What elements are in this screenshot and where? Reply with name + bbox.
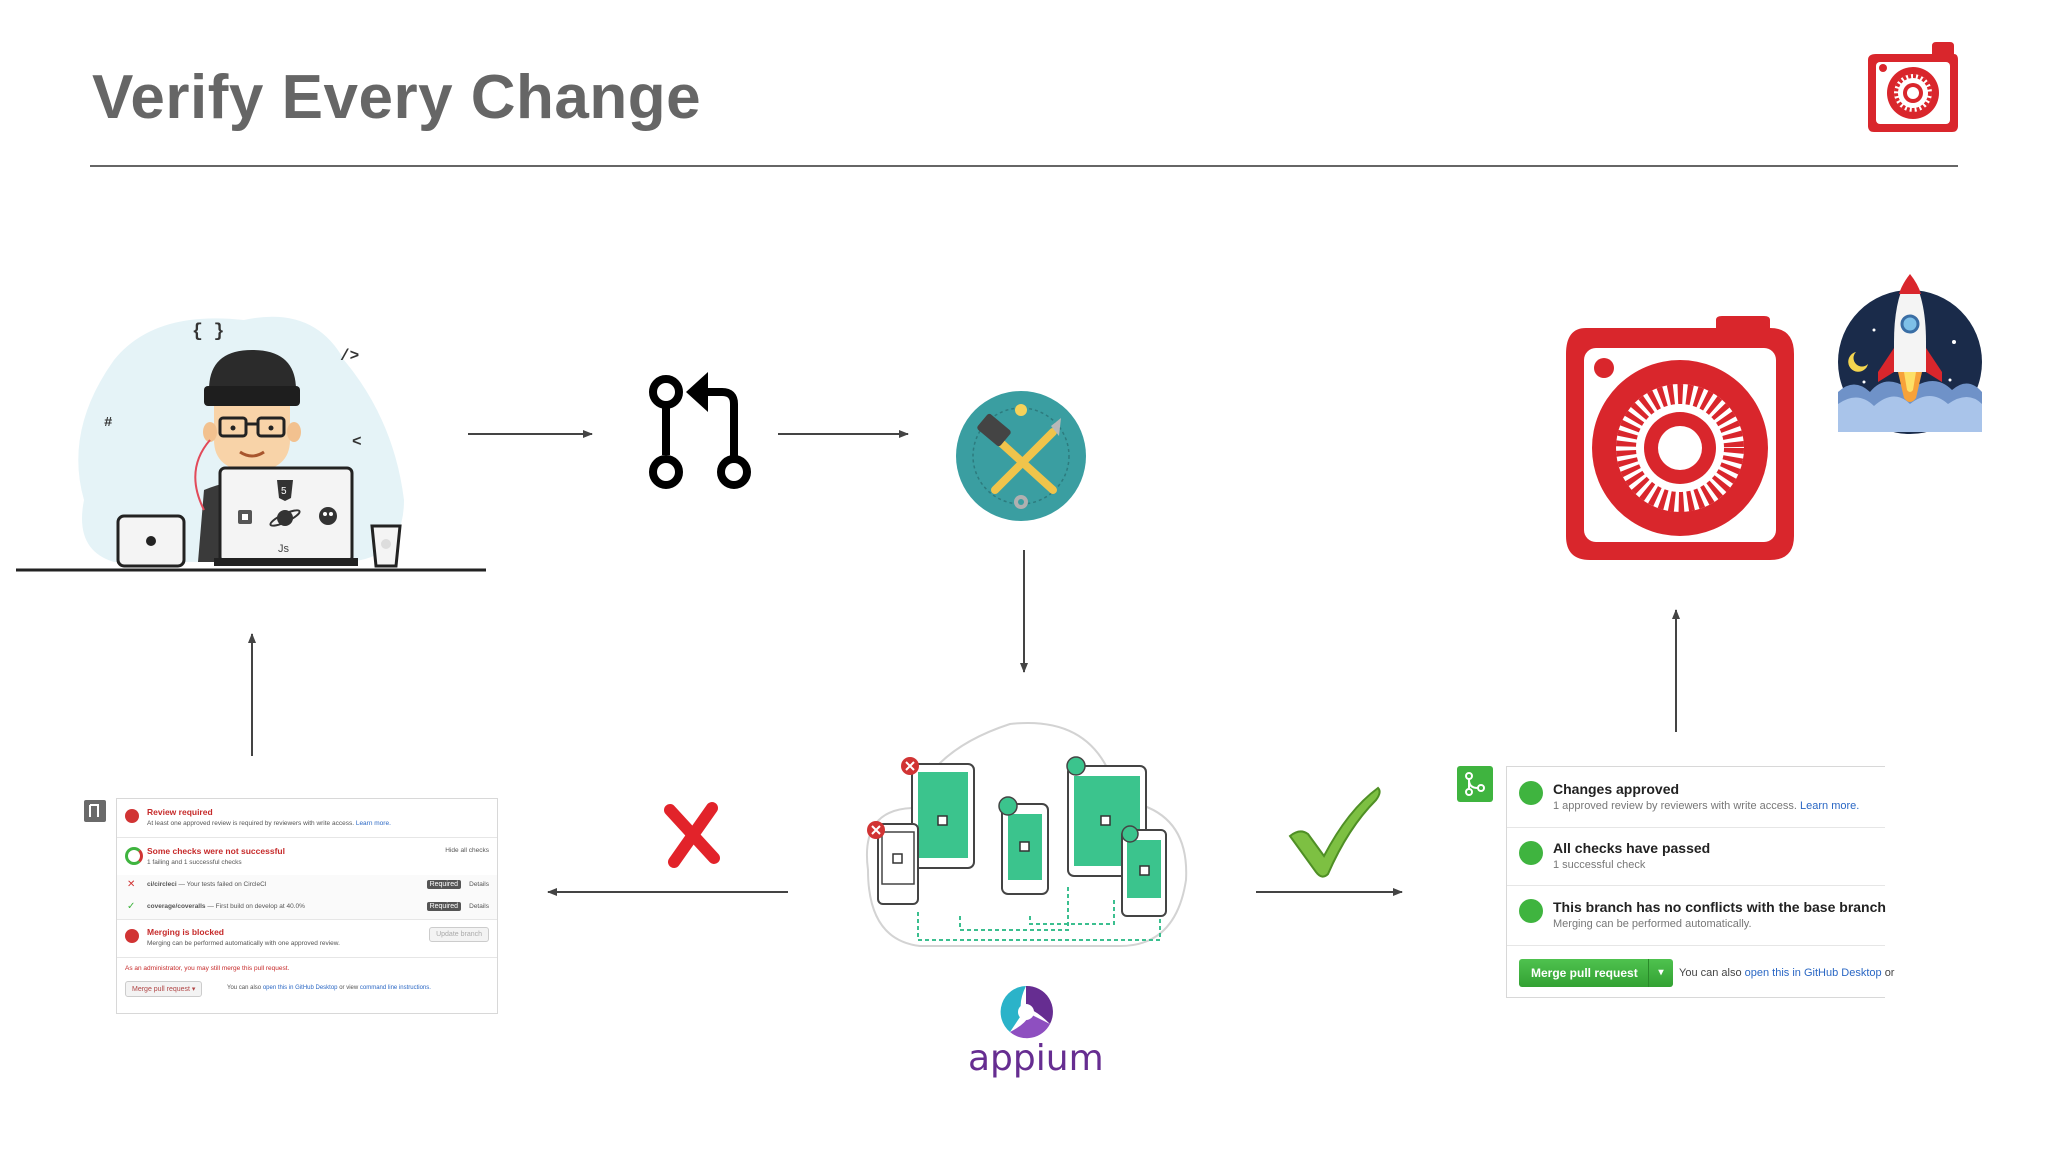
also-mid: or view: [339, 985, 359, 991]
checks-title: Some checks were not successful: [147, 846, 285, 856]
changes-approved-sub: 1 approved review by reviewers with writ…: [1553, 800, 1797, 812]
also-pre: You can also: [1679, 967, 1742, 979]
planet-icon: [269, 509, 301, 527]
review-required-title: Review required: [147, 807, 213, 817]
check-circle-icon: [1519, 781, 1543, 805]
check-circle-icon: [1519, 841, 1543, 865]
merge-button-disabled[interactable]: Merge pull request ▾: [125, 981, 203, 997]
also-pre: You can also: [227, 985, 262, 991]
check-fail-icon: ✕: [127, 879, 136, 890]
build-tools-icon: [956, 391, 1086, 521]
merge-pull-request-button[interactable]: Merge pull request ▾: [1519, 959, 1673, 987]
update-branch-button[interactable]: Update branch: [429, 927, 489, 942]
brand-camera-logo-small: [1868, 42, 1958, 132]
angle-glyph: <: [352, 433, 362, 451]
also-post: or: [1884, 967, 1895, 979]
code-brace-glyph: { }: [192, 322, 224, 342]
details-link[interactable]: Details: [469, 903, 489, 910]
pr-avatar-icon: [84, 800, 106, 822]
required-badge: Required: [426, 880, 461, 889]
desktop-link[interactable]: open this in GitHub Desktop: [262, 985, 338, 991]
check2-desc: — First build on develop at 40.0%: [207, 903, 305, 910]
rocket-launch-icon: [1838, 274, 1982, 434]
learn-more-link[interactable]: Learn more.: [1800, 800, 1860, 812]
check2-name: coverage/coveralls: [147, 903, 206, 910]
pr-status-panel-failed: Review required At least one approved re…: [116, 798, 498, 1014]
admin-note: As an administrator, you may still merge…: [125, 965, 290, 972]
no-conflicts-title: This branch has no conflicts with the ba…: [1553, 899, 1886, 915]
slide-title: Verify Every Change: [92, 63, 702, 132]
hide-checks-link[interactable]: Hide all checks: [445, 847, 489, 854]
check1-desc: — Your tests failed on CircleCI: [178, 881, 267, 888]
cli-link[interactable]: command line instructions.: [359, 985, 431, 991]
code-tag-glyph: />: [340, 347, 359, 365]
appium-wordmark: appium: [968, 1038, 1104, 1079]
pr-status-panel-passed: Changes approved 1 approved review by re…: [1506, 766, 1894, 998]
merge-branch-icon: [1457, 766, 1493, 802]
checks-status-icon: [125, 847, 143, 865]
svg-text:5: 5: [281, 486, 287, 497]
check-circle-icon: [1519, 899, 1543, 923]
merging-blocked-sub: Merging can be performed automatically w…: [147, 940, 340, 947]
learn-more-link[interactable]: Learn more.: [355, 820, 391, 827]
x-icon: [125, 809, 139, 823]
checks-sub: 1 failing and 1 successful checks: [147, 859, 242, 866]
pull-request-icon: [649, 372, 751, 489]
review-required-sub: At least one approved review is required…: [147, 820, 355, 827]
js-label: Js: [278, 543, 290, 555]
x-icon: [125, 929, 139, 943]
required-badge: Required: [426, 902, 461, 911]
appium-logo-icon: [1000, 985, 1053, 1039]
device-testing-illustration: [866, 722, 1188, 947]
changes-approved-title: Changes approved: [1553, 781, 1680, 797]
check1-name: ci/circleci: [147, 881, 177, 888]
skull-icon: [319, 507, 337, 525]
fail-x-icon: [664, 802, 720, 868]
css3-icon: [238, 510, 252, 524]
all-checks-title: All checks have passed: [1553, 840, 1711, 856]
developer-illustration: { } /> # < 5 Js: [16, 316, 486, 572]
desktop-link[interactable]: open this in GitHub Desktop: [1744, 967, 1882, 979]
all-checks-sub: 1 successful check: [1553, 859, 1646, 871]
details-link[interactable]: Details: [469, 881, 489, 888]
no-conflicts-sub: Merging can be performed automatically.: [1553, 918, 1752, 930]
hash-glyph: #: [104, 415, 112, 431]
check-pass-icon: ✓: [127, 901, 136, 912]
merge-dropdown-icon[interactable]: ▾: [1648, 959, 1673, 987]
html5-icon: 5: [277, 480, 293, 501]
pass-check-icon: [1288, 786, 1381, 878]
title-divider: [90, 165, 1958, 167]
brand-camera-logo-large: [1566, 316, 1794, 560]
merging-blocked-title: Merging is blocked: [147, 927, 224, 937]
